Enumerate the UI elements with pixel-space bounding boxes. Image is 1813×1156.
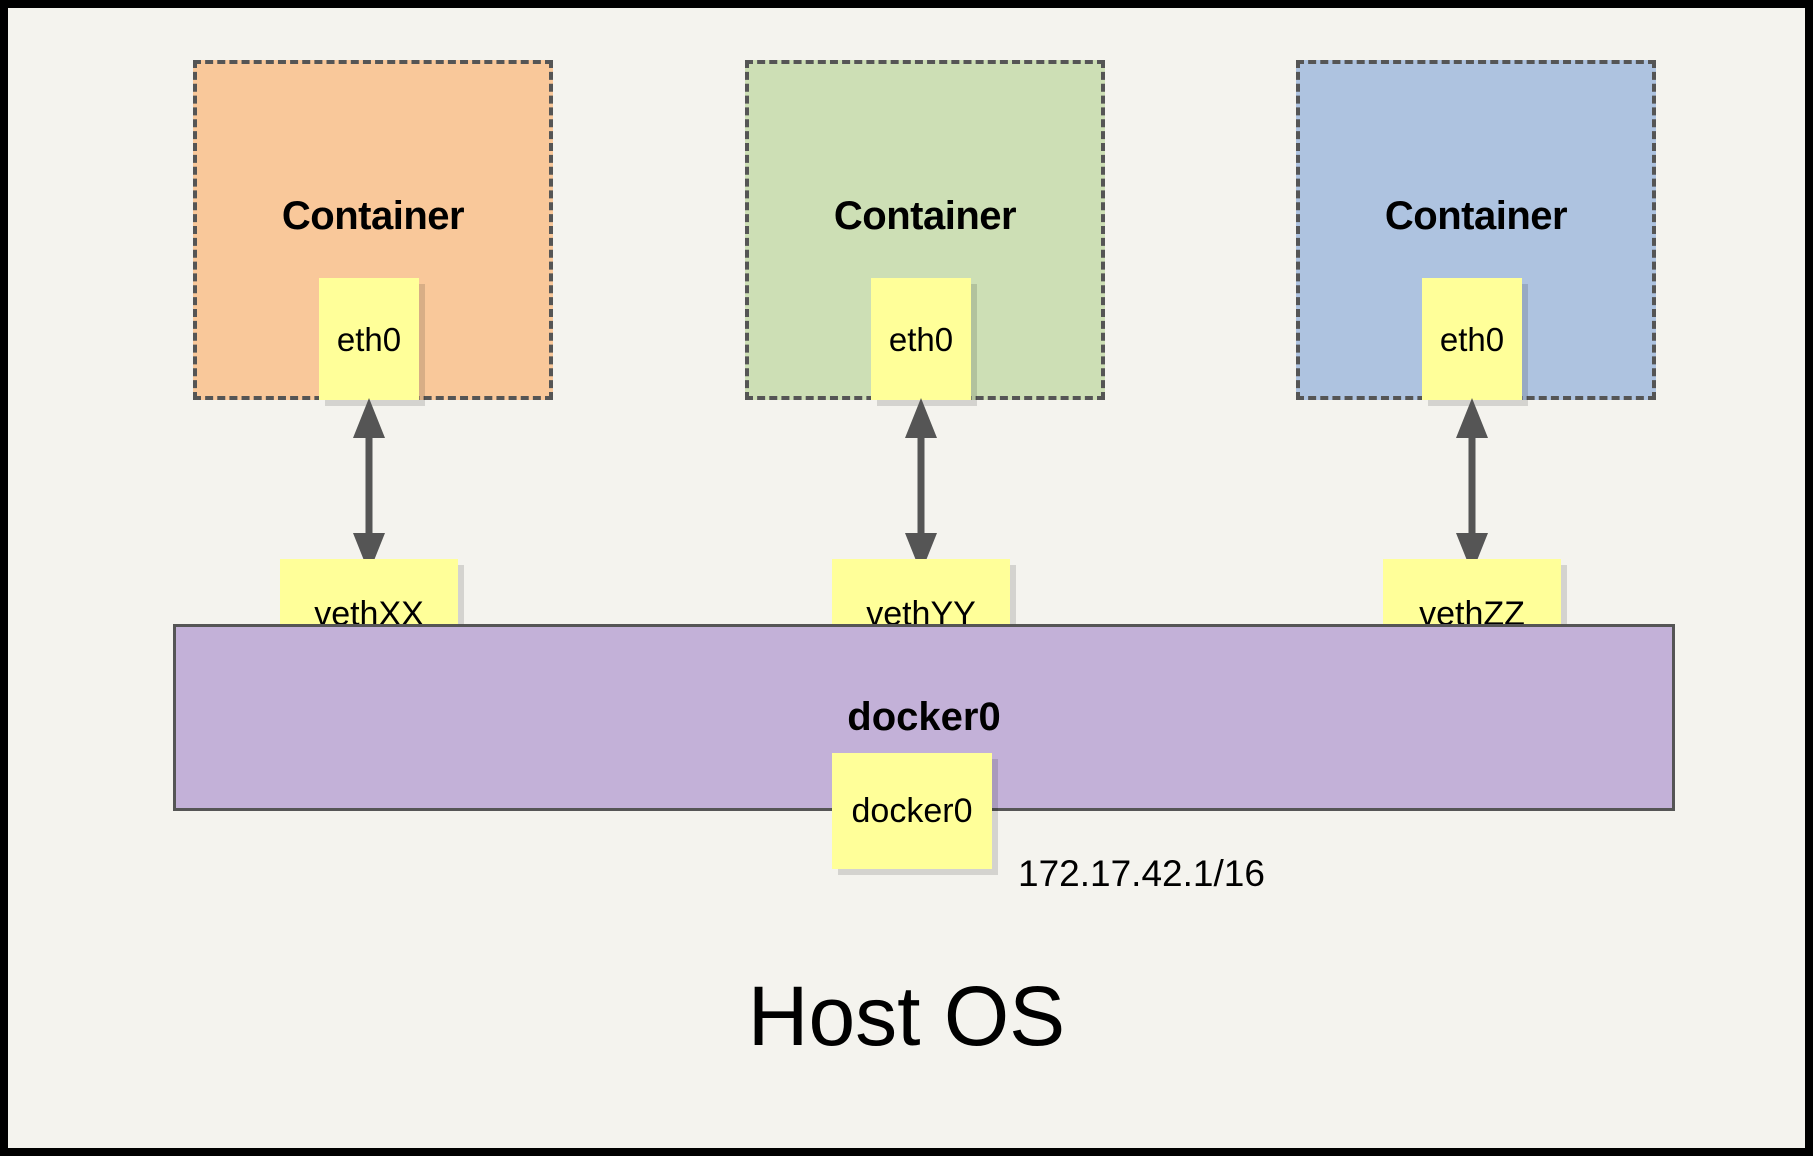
container-title-1: Container [281, 194, 465, 238]
container-title-2: Container [833, 194, 1017, 238]
container-title-3: Container [1384, 194, 1568, 238]
container-box-2[interactable]: Container [745, 60, 1105, 400]
host-os-label: Host OS [747, 969, 1066, 1063]
docker0-interface-box[interactable]: docker0 [832, 753, 992, 869]
eth0-box-1[interactable]: eth0 [319, 278, 419, 400]
eth0-box-3[interactable]: eth0 [1422, 278, 1522, 400]
eth0-box-2[interactable]: eth0 [871, 278, 971, 400]
veth-link-arrow-1 [353, 398, 385, 573]
veth-link-arrow-3 [1456, 398, 1488, 573]
veth-link-arrow-2 [905, 398, 937, 573]
docker0-ip-label: 172.17.42.1/16 [1018, 853, 1265, 894]
docker0-bridge-label: docker0 [847, 695, 1001, 739]
